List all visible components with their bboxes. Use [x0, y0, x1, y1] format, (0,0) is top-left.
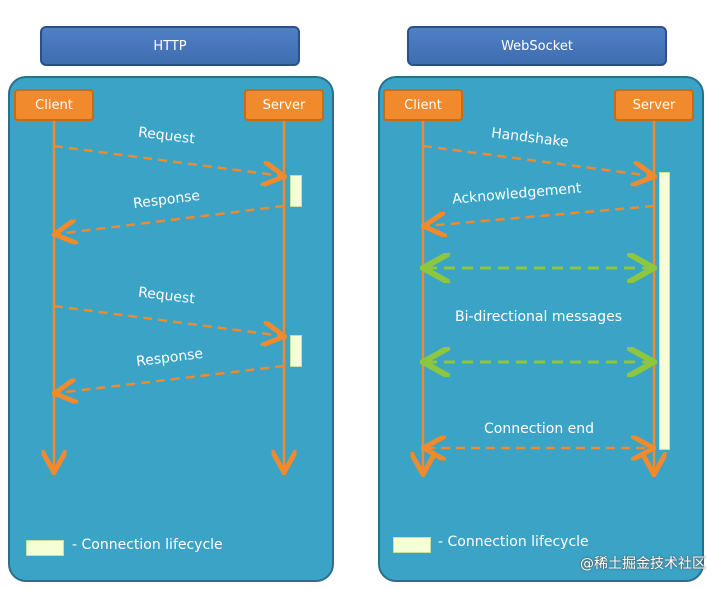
http-client-box: Client — [14, 89, 94, 121]
ws-client-box: Client — [383, 89, 463, 121]
ws-lifecycle-bar — [659, 172, 670, 450]
http-request-arrow-1 — [53, 144, 282, 176]
http-legend-swatch — [26, 540, 64, 556]
ws-legend-text: - Connection lifecycle — [438, 534, 589, 550]
ws-handshake-arrow — [422, 144, 652, 176]
websocket-title: WebSocket — [407, 26, 667, 66]
ws-legend-swatch — [393, 537, 431, 553]
ws-acknowledgement-arrow — [426, 204, 655, 226]
ws-server-box: Server — [614, 89, 694, 121]
http-lifecycle-bar-1 — [290, 175, 302, 207]
http-lifecycle-bar-2 — [290, 335, 302, 367]
watermark: @稀土掘金技术社区 — [580, 556, 706, 572]
ws-connection-end-label: Connection end — [484, 421, 595, 437]
http-title: HTTP — [40, 26, 300, 66]
http-response-arrow-2 — [57, 364, 285, 393]
http-request-arrow-2 — [53, 304, 282, 336]
ws-bidirectional-label: Bi-directional messages — [455, 309, 623, 325]
websocket-panel — [378, 76, 704, 582]
http-response-arrow-1 — [57, 204, 285, 234]
http-server-box: Server — [244, 89, 324, 121]
http-legend-text: - Connection lifecycle — [72, 537, 223, 553]
